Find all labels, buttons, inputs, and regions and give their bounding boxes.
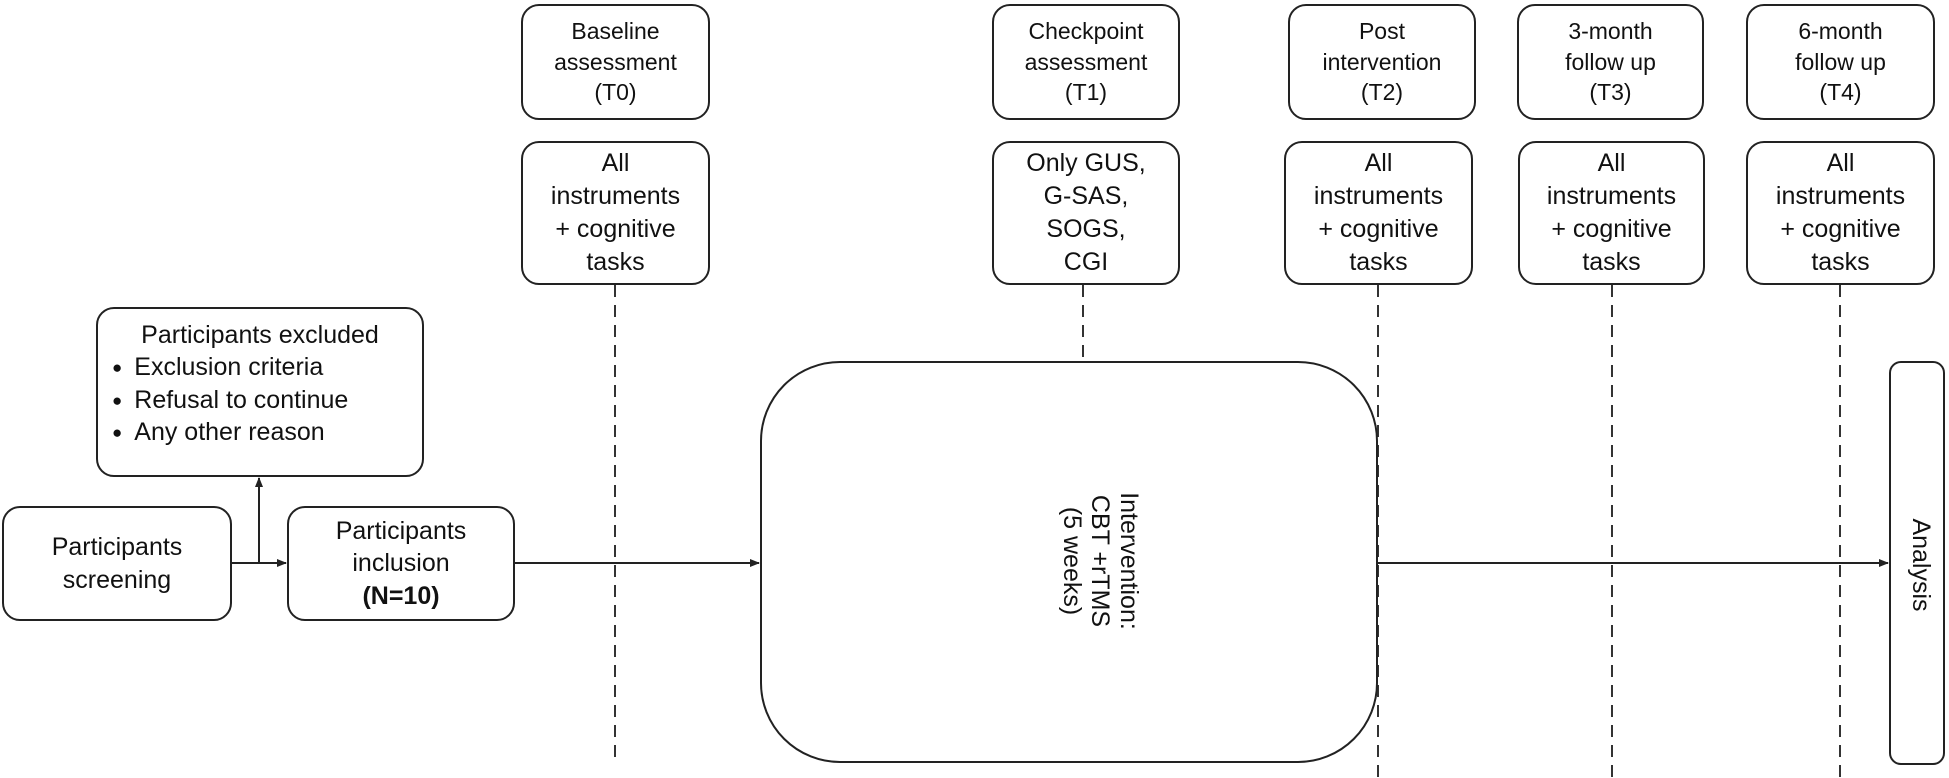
timepoint-instruments-t0: All instruments + cognitive tasks [521, 141, 710, 285]
timepoint-header-t4: 6-month follow up (T4) [1746, 4, 1935, 120]
timepoint-instruments-t3-label: All instruments + cognitive tasks [1546, 149, 1677, 276]
exclusion-reason-item: Refusal to continue [112, 384, 348, 417]
participants-screening-label: Participants screening [51, 533, 183, 594]
timepoint-header-t1: Checkpoint assessment (T1) [992, 4, 1180, 120]
timepoint-header-t4-label: 6-month follow up (T4) [1795, 18, 1886, 106]
intervention-box: Intervention: CBT +rTMS (5 weeks) [760, 361, 1378, 763]
analysis-box: Analysis [1889, 361, 1945, 765]
timepoint-instruments-t4-label: All instruments + cognitive tasks [1775, 149, 1906, 276]
timepoint-header-t0-label: Baseline assessment (T0) [554, 18, 677, 106]
timepoint-instruments-t4: All instruments + cognitive tasks [1746, 141, 1935, 285]
timepoint-instruments-t1-label: Only GUS, G-SAS, SOGS, CGI [1026, 149, 1146, 276]
participants-inclusion-count: (N=10) [362, 581, 440, 610]
timepoint-header-t3: 3-month follow up (T3) [1517, 4, 1704, 120]
exclusion-reason-item: Any other reason [112, 416, 348, 449]
timepoint-header-t3-label: 3-month follow up (T3) [1565, 18, 1656, 106]
timepoint-header-t2-label: Post intervention (T2) [1322, 18, 1442, 106]
participants-inclusion-label: Participants inclusion [335, 516, 467, 578]
timepoint-instruments-t2-label: All instruments + cognitive tasks [1313, 149, 1444, 276]
exclusion-reason-item: Exclusion criteria [112, 351, 348, 384]
participants-inclusion-box: Participants inclusion (N=10) [287, 506, 515, 621]
intervention-label: Intervention: CBT +rTMS (5 weeks) [1057, 492, 1144, 630]
timepoint-header-t0: Baseline assessment (T0) [521, 4, 710, 120]
timepoint-instruments-t1: Only GUS, G-SAS, SOGS, CGI [992, 141, 1180, 285]
exclusion-reasons-list: Exclusion criteria Refusal to continue A… [112, 351, 348, 449]
participants-screening-box: Participants screening [2, 506, 232, 621]
timepoint-instruments-t3: All instruments + cognitive tasks [1518, 141, 1705, 285]
participants-excluded-title: Participants excluded [141, 321, 379, 349]
timepoint-header-t2: Post intervention (T2) [1288, 4, 1476, 120]
timepoint-instruments-t0-label: All instruments + cognitive tasks [550, 149, 681, 276]
timepoint-header-t1-label: Checkpoint assessment (T1) [1024, 18, 1148, 106]
analysis-label: Analysis [1907, 518, 1935, 612]
participants-excluded-box: Participants excluded Exclusion criteria… [96, 307, 424, 477]
timepoint-instruments-t2: All instruments + cognitive tasks [1284, 141, 1473, 285]
